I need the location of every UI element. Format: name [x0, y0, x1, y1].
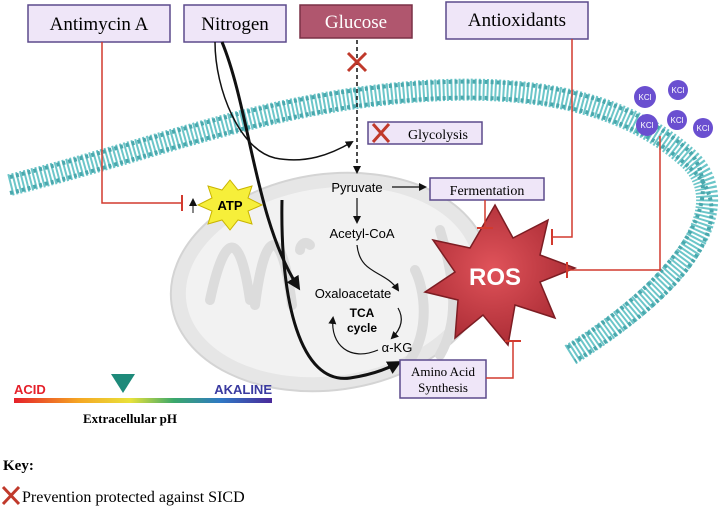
- glucose-box: Glucose: [299, 4, 413, 39]
- antimycin-inhibits-atp: [101, 42, 183, 211]
- akg-label: α-KG: [382, 340, 413, 355]
- ph-caption: Extracellular pH: [83, 411, 177, 426]
- cycle-label: cycle: [347, 321, 377, 335]
- ros-burst: ROS: [423, 203, 578, 347]
- mitochondrion: [169, 171, 491, 393]
- key-title: Key:: [3, 458, 34, 474]
- antimycin-label: Antimycin A: [50, 14, 149, 35]
- tca-label: TCA: [350, 306, 375, 320]
- acetyl-coa-label: Acetyl-CoA: [329, 226, 394, 241]
- cross-icon: [1, 485, 21, 506]
- nitrogen-box: Nitrogen: [183, 4, 287, 43]
- svg-text:KCl: KCl: [671, 116, 684, 125]
- oxaloacetate-label: Oxaloacetate: [315, 286, 392, 301]
- alkaline-label: AKALINE: [214, 382, 272, 397]
- to-amino-acid-arrow: [280, 199, 402, 380]
- synthesis-label: Synthesis: [418, 380, 468, 395]
- kcl-molecule: KCl: [634, 86, 656, 108]
- acid-label: ACID: [14, 382, 46, 397]
- kcl-inhibits-ros: [566, 136, 661, 278]
- antioxidants-box: Antioxidants: [445, 1, 589, 40]
- cross-icon: [371, 123, 391, 143]
- fermentation-box: Fermentation: [429, 177, 545, 201]
- ph-gradient-bar: [14, 398, 272, 403]
- nitrogen-label: Nitrogen: [201, 14, 269, 35]
- glycolysis-label: Glycolysis: [408, 128, 468, 143]
- cross-icon: [346, 51, 368, 73]
- svg-text:KCl: KCl: [697, 124, 710, 133]
- fermentation-label: Fermentation: [450, 184, 525, 199]
- antimycin-box: Antimycin A: [27, 4, 171, 43]
- glucose-label: Glucose: [325, 12, 387, 33]
- amino-acid-inhibits-ros: [486, 340, 521, 379]
- ph-marker: [111, 374, 135, 393]
- kcl-molecule: KCl: [667, 110, 687, 130]
- atp-burst: ATP: [189, 179, 264, 231]
- nitrogen-to-glycolysis-arrow: [214, 41, 354, 161]
- kcl-molecule: KCl: [693, 118, 713, 138]
- cell-membrane: [7, 78, 718, 365]
- svg-text:KCl: KCl: [641, 121, 654, 130]
- tca-cycle: Oxaloacetate TCA cycle α-KG: [315, 244, 413, 355]
- key-item-label: Prevention protected against SICD: [22, 489, 245, 506]
- pyruvate-label: Pyruvate: [331, 180, 382, 195]
- amino-acid-synthesis-box: Amino Acid Synthesis: [399, 359, 487, 399]
- antioxidants-inhibit-ros: [551, 39, 573, 245]
- kcl-molecule: KCl: [636, 114, 658, 136]
- svg-text:KCl: KCl: [672, 86, 685, 95]
- ph-scale: ACID AKALINE Extracellular pH: [14, 374, 272, 426]
- antioxidants-label: Antioxidants: [468, 10, 566, 31]
- fermentation-inhibits-ros: [477, 200, 493, 229]
- kcl-molecule: KCl: [668, 80, 688, 100]
- kcl-molecules: KCl KCl KCl KCl KCl: [634, 80, 713, 138]
- amino-acid-label: Amino Acid: [411, 364, 475, 379]
- glycolysis-box: Glycolysis: [367, 121, 483, 145]
- svg-text:KCl: KCl: [639, 93, 652, 102]
- key: Key: Prevention protected against SICD: [1, 458, 245, 506]
- ros-label: ROS: [469, 264, 521, 291]
- atp-label: ATP: [217, 198, 242, 213]
